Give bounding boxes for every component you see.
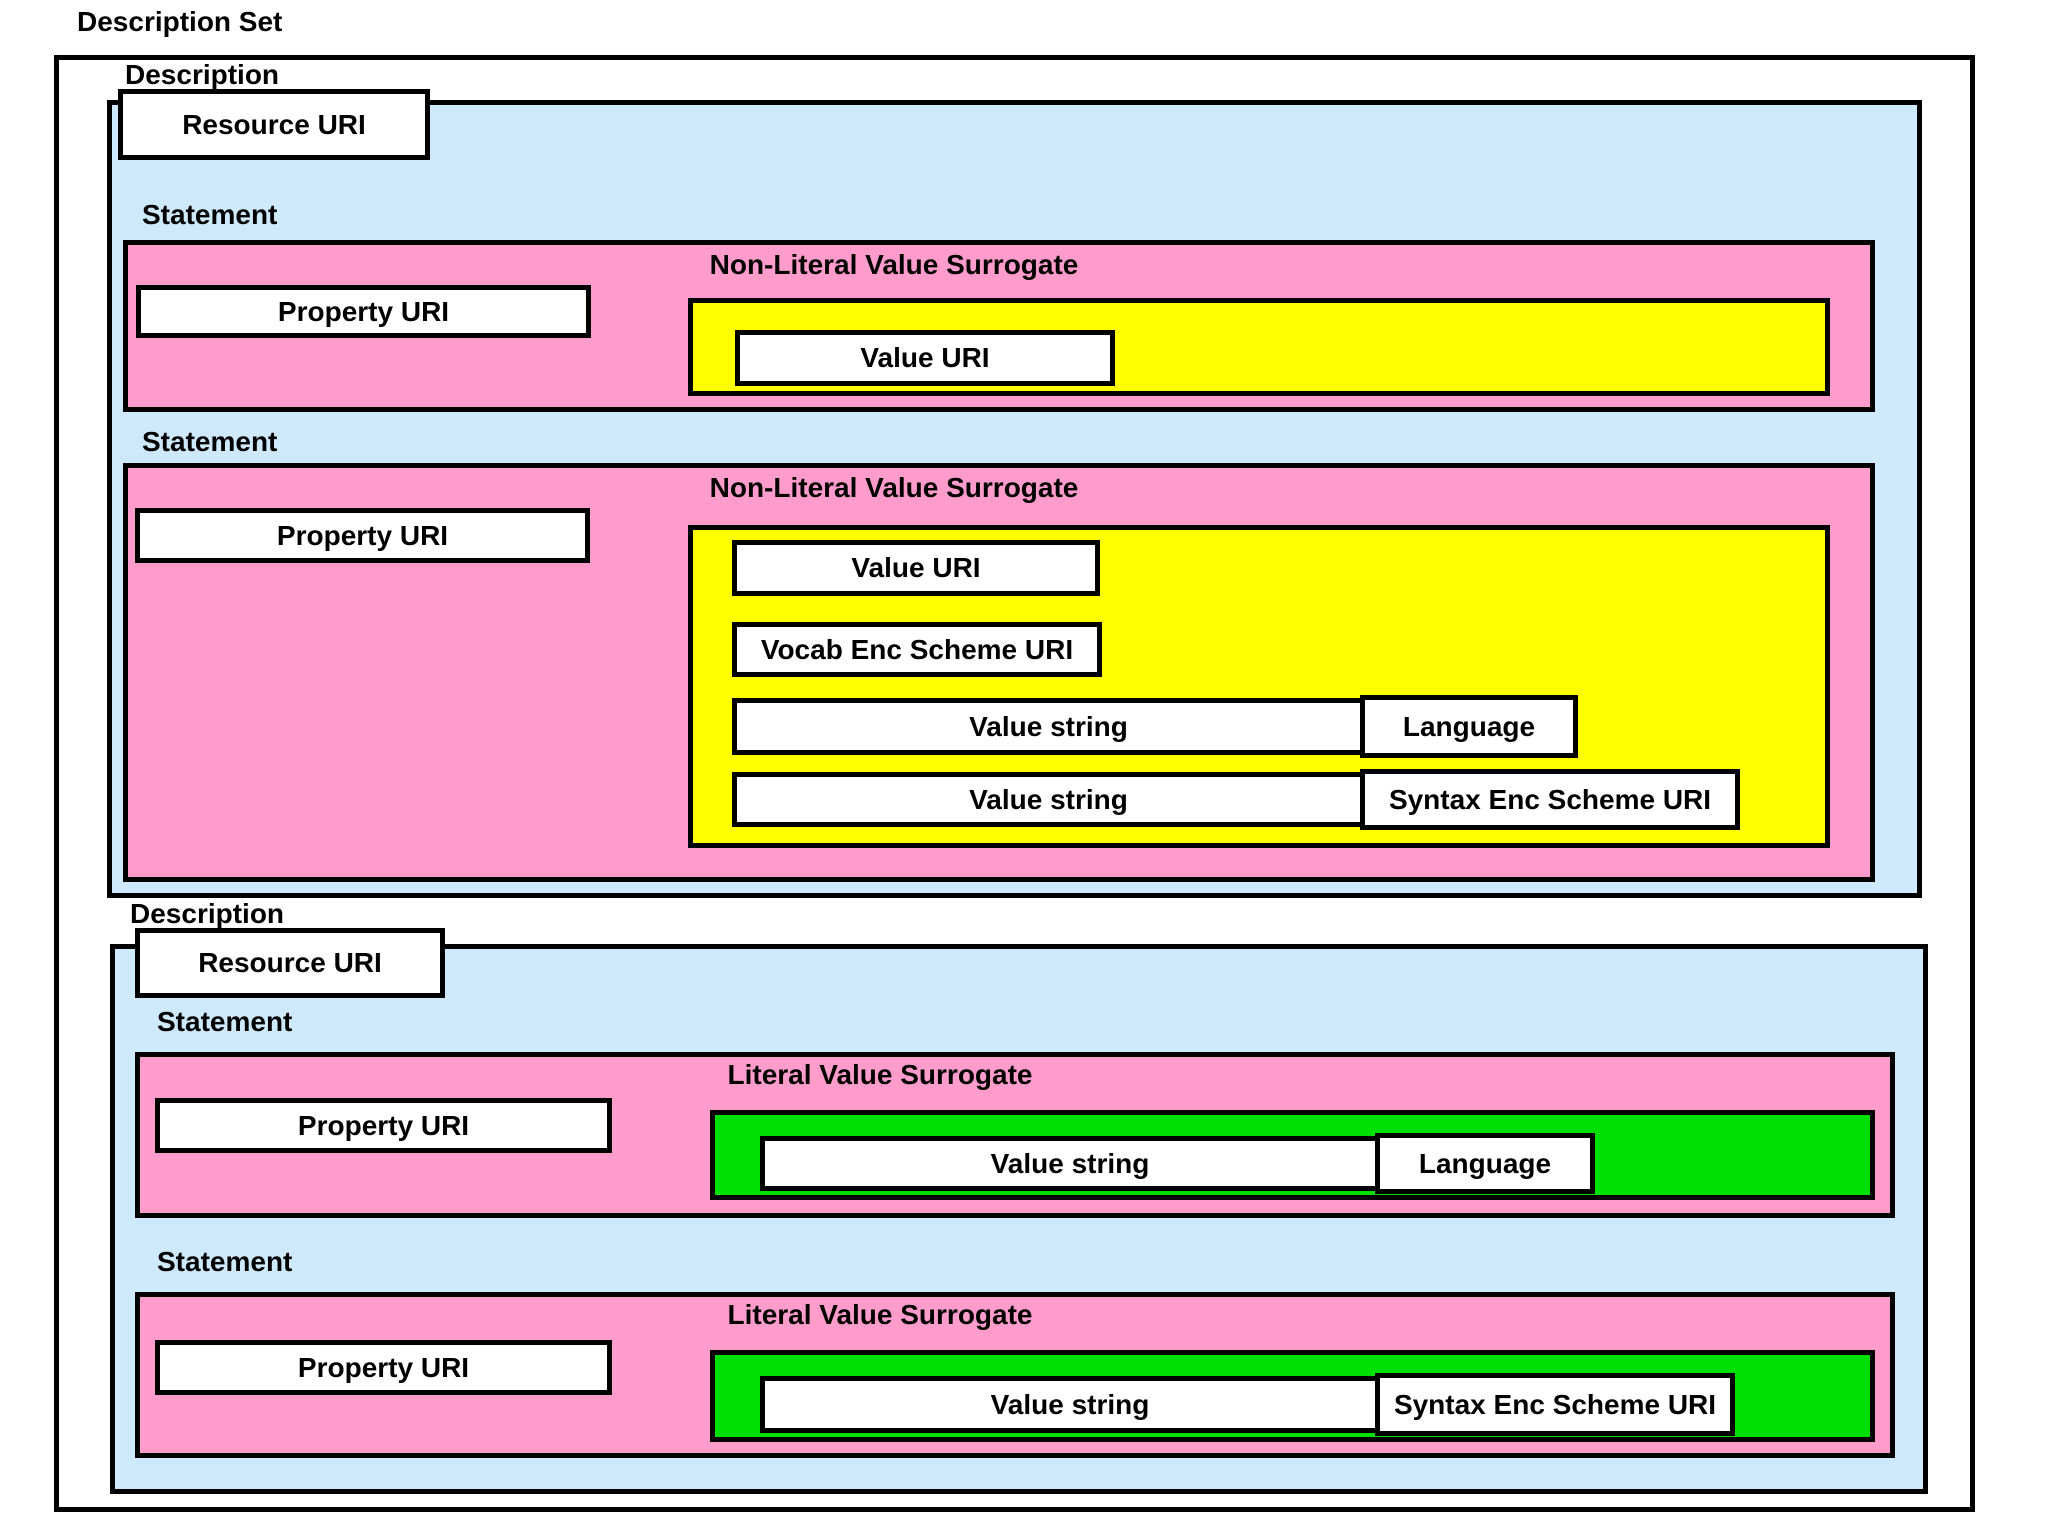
value-string-box-1: Value string [732, 698, 1365, 755]
non-literal-surrogate-1-label: Non-Literal Value Surrogate [709, 249, 1079, 280]
resource-uri-box-2: Resource URI [135, 928, 445, 998]
syntax-enc-scheme-uri-box-1: Syntax Enc Scheme URI [1360, 769, 1740, 830]
statement-box-2: Non-Literal Value Surrogate Property URI… [123, 463, 1875, 882]
non-literal-surrogate-2-label: Non-Literal Value Surrogate [709, 472, 1079, 503]
syntax-enc-scheme-uri-box-2: Syntax Enc Scheme URI [1375, 1373, 1735, 1436]
statement-4-label: Statement [157, 1246, 293, 1277]
diagram-title: Description Set [77, 6, 283, 37]
description-box-1: Statement Non-Literal Value Surrogate Pr… [107, 100, 1922, 898]
statement-3-label: Statement [157, 1006, 293, 1037]
literal-surrogate-box-2: Syntax Enc Scheme URI Value string [710, 1350, 1875, 1442]
language-box-1: Language [1360, 695, 1578, 758]
description-2-label: Description [130, 898, 285, 929]
literal-surrogate-1-label: Literal Value Surrogate [727, 1059, 1033, 1090]
vocab-enc-scheme-uri-box: Vocab Enc Scheme URI [732, 622, 1102, 677]
statement-2-label: Statement [142, 426, 278, 457]
value-uri-box-2: Value URI [732, 540, 1100, 596]
value-uri-box-1: Value URI [735, 330, 1115, 386]
property-uri-box-3: Property URI [155, 1098, 612, 1153]
statement-box-1: Non-Literal Value Surrogate Property URI… [123, 240, 1875, 412]
value-string-box-3: Value string [760, 1136, 1380, 1191]
description-box-2: Statement Literal Value Surrogate Proper… [110, 944, 1928, 1494]
non-literal-surrogate-box-2: Value URI Vocab Enc Scheme URI Language … [688, 525, 1830, 848]
value-string-box-4: Value string [760, 1376, 1380, 1433]
statement-box-4: Literal Value Surrogate Property URI Syn… [135, 1292, 1895, 1458]
language-box-2: Language [1375, 1133, 1595, 1194]
description-set-box: Description Statement Non-Literal Value … [54, 55, 1975, 1512]
literal-surrogate-box-1: Language Value string [710, 1110, 1875, 1200]
statement-1-label: Statement [142, 199, 278, 230]
description-1-label: Description [125, 59, 280, 90]
resource-uri-box-1: Resource URI [118, 89, 430, 160]
property-uri-box-4: Property URI [155, 1340, 612, 1395]
value-string-box-2: Value string [732, 772, 1365, 827]
statement-box-3: Literal Value Surrogate Property URI Lan… [135, 1052, 1895, 1218]
non-literal-surrogate-box-1: Value URI [688, 298, 1830, 396]
literal-surrogate-2-label: Literal Value Surrogate [727, 1299, 1033, 1330]
property-uri-box-1: Property URI [136, 285, 591, 338]
property-uri-box-2: Property URI [135, 508, 590, 563]
